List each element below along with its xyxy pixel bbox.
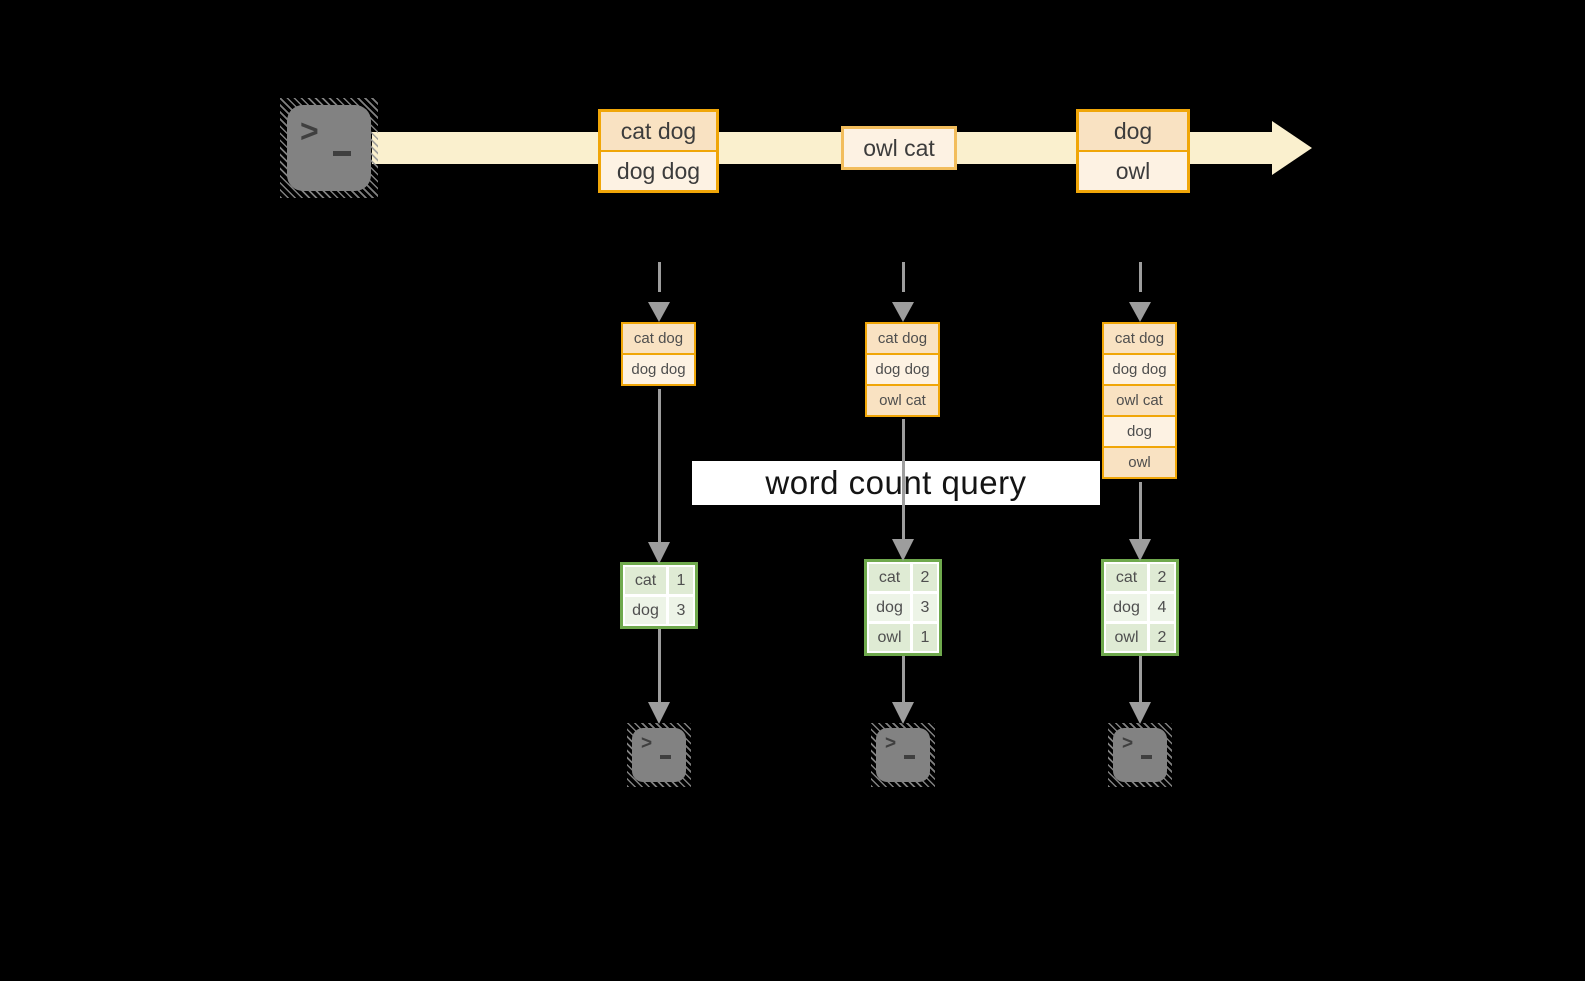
buffer-row: owl xyxy=(1104,446,1175,477)
count-value-cell: 1 xyxy=(913,624,937,651)
buffer-row: dog dog xyxy=(867,353,938,384)
count-value-cell: 3 xyxy=(913,594,937,621)
prompt-icon: > xyxy=(300,113,319,149)
terminal-icon: > xyxy=(1108,723,1172,787)
buffer-row: owl cat xyxy=(867,384,938,415)
terminal-icon: > xyxy=(627,723,691,787)
stream-record-line: owl xyxy=(1079,150,1187,190)
count-value-cell: 2 xyxy=(913,564,937,591)
buffer-row: cat dog xyxy=(867,324,938,353)
prompt-icon: > xyxy=(1122,733,1134,754)
cursor-icon xyxy=(1141,755,1152,759)
terminal-body: > xyxy=(1113,728,1167,782)
arrow-right-icon xyxy=(1272,121,1312,175)
count-value-cell: 2 xyxy=(1150,624,1174,651)
count-value-cell: 3 xyxy=(669,597,693,624)
count-word-cell: dog xyxy=(1106,594,1147,621)
cursor-icon xyxy=(660,755,671,759)
dashed-down-arrow-icon xyxy=(891,262,915,322)
buffer-row: cat dog xyxy=(1104,324,1175,353)
stream-record-line: cat dog xyxy=(601,112,716,150)
terminal-icon: > xyxy=(280,98,378,198)
count-word-cell: cat xyxy=(625,567,666,594)
prompt-icon: > xyxy=(885,733,897,754)
query-label: word count query xyxy=(692,461,1100,505)
count-value-cell: 4 xyxy=(1150,594,1174,621)
stream-record: owl cat xyxy=(841,126,957,170)
stream-record-line: dog xyxy=(1079,112,1187,150)
dashed-down-arrow-icon xyxy=(647,262,671,322)
dashed-down-arrow-icon xyxy=(1128,262,1152,322)
count-word-cell: owl xyxy=(1106,624,1147,651)
buffer-row: dog dog xyxy=(1104,353,1175,384)
count-value-cell: 2 xyxy=(1150,564,1174,591)
count-word-cell: cat xyxy=(869,564,910,591)
terminal-body: > xyxy=(287,105,371,191)
buffer-row: cat dog xyxy=(623,324,694,353)
terminal-body: > xyxy=(876,728,930,782)
stream-record-line: dog dog xyxy=(601,150,716,190)
terminal-icon: > xyxy=(871,723,935,787)
count-value-cell: 1 xyxy=(669,567,693,594)
buffer-row: dog xyxy=(1104,415,1175,446)
count-word-cell: dog xyxy=(869,594,910,621)
buffer-row: owl cat xyxy=(1104,384,1175,415)
cursor-icon xyxy=(333,151,351,156)
count-word-cell: owl xyxy=(869,624,910,651)
prompt-icon: > xyxy=(641,733,653,754)
buffer-row: dog dog xyxy=(623,353,694,384)
stream-record-line: owl cat xyxy=(844,129,954,167)
count-word-cell: cat xyxy=(1106,564,1147,591)
cursor-icon xyxy=(904,755,915,759)
count-word-cell: dog xyxy=(625,597,666,624)
terminal-body: > xyxy=(632,728,686,782)
